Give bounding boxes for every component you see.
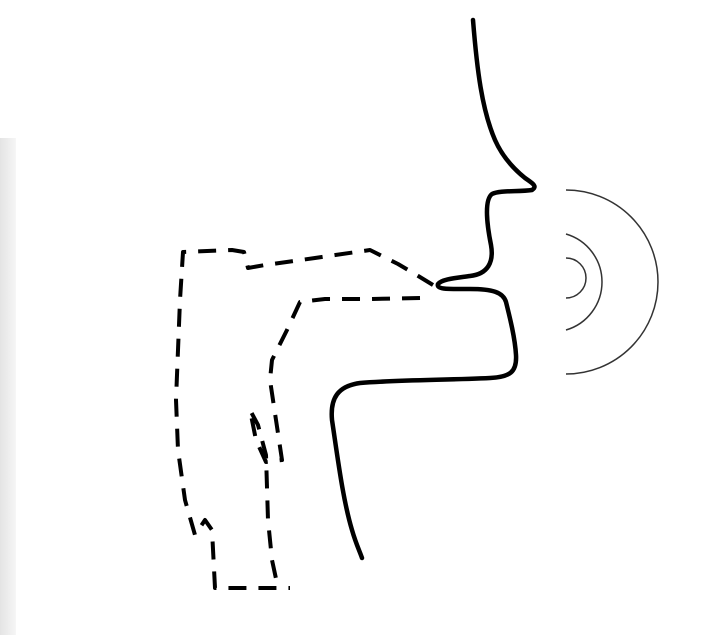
- sound-waves: [566, 190, 658, 374]
- sound-wave-small: [566, 258, 586, 298]
- sound-wave-medium: [566, 234, 602, 330]
- face-profile: [332, 20, 535, 558]
- vocal-tract-outer: [176, 250, 433, 588]
- sound-wave-large: [566, 190, 658, 374]
